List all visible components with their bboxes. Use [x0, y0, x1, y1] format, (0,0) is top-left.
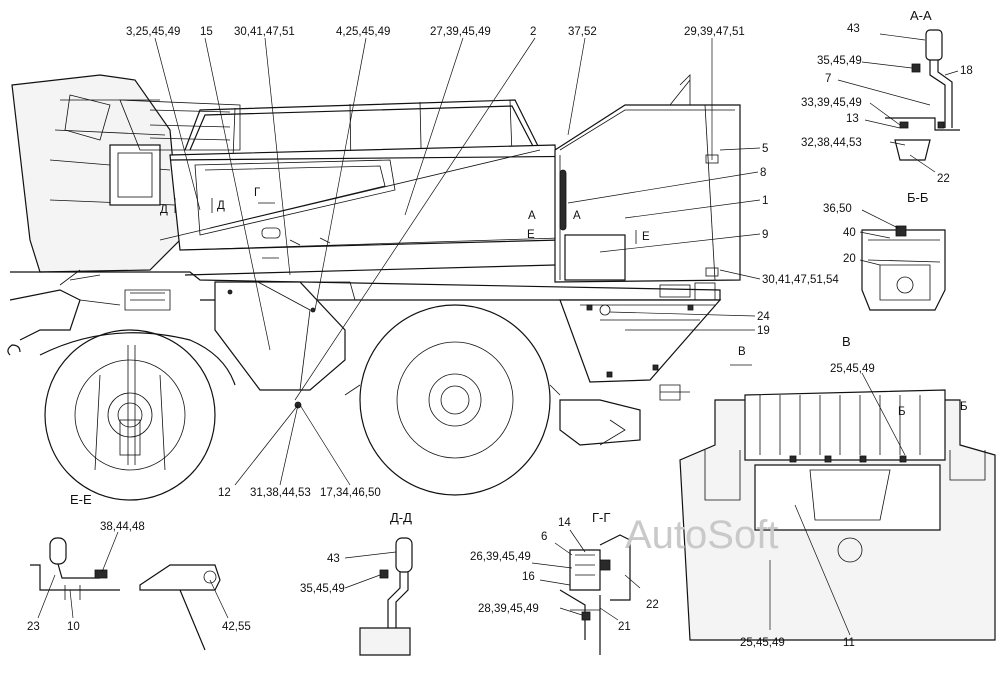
ee-label-10: 10 [67, 621, 80, 633]
main-labels: 3,25,45,49 15 30,41,47,51 4,25,45,49 27,… [126, 26, 839, 499]
v-label-25-45-49-bottom: 25,45,49 [740, 637, 785, 649]
label-19: 19 [757, 325, 770, 337]
marker-e-left: Е [527, 229, 535, 241]
ee-label-23: 23 [27, 621, 40, 633]
marker-b-left: Б [898, 406, 906, 418]
label-27-39-45-49: 27,39,45,49 [430, 26, 491, 38]
machine-side-view [7, 74, 741, 501]
label-31-38-44-53: 31,38,44,53 [250, 487, 311, 499]
ee-label-42-55: 42,55 [222, 621, 251, 633]
section-markers: Д Д Г А А Е Е В [160, 187, 752, 366]
aa-label-7: 7 [825, 73, 831, 85]
view-ee: Е-Е 38,44,48 23 10 42,55 [27, 492, 251, 651]
gg-label-6: 6 [541, 531, 547, 543]
view-gg: Г-Г 14 6 26,39,45,49 16 22 28,39,45,49 2… [470, 510, 659, 655]
bb-label-20: 20 [843, 253, 856, 265]
label-37-52: 37,52 [568, 26, 597, 38]
title-bb: Б-Б [907, 190, 928, 205]
main-leaders [154, 37, 761, 486]
aa-label-13: 13 [846, 113, 859, 125]
view-bb: Б-Б 36,50 40 20 [823, 190, 946, 311]
marker-v: В [738, 346, 746, 358]
label-3-25-45-49: 3,25,45,49 [126, 26, 180, 38]
label-17-34-46-50: 17,34,46,50 [320, 487, 381, 499]
aa-label-33-39-45-49: 33,39,45,49 [801, 97, 862, 109]
aa-label-35-45-49: 35,45,49 [817, 55, 862, 67]
label-8: 8 [760, 167, 766, 179]
title-ee: Е-Е [70, 492, 92, 507]
view-v: В Б Б 25,45,49 25,45,49 11 [679, 334, 996, 649]
label-1: 1 [762, 195, 768, 207]
label-2: 2 [530, 26, 536, 38]
gg-label-28-39-45-49: 28,39,45,49 [478, 603, 539, 615]
label-30-41-47-51-54: 30,41,47,51,54 [762, 274, 839, 286]
marker-e-right: Е [642, 231, 650, 243]
marker-d-left: Д [160, 204, 168, 216]
v-label-25-45-49-top: 25,45,49 [830, 363, 875, 375]
marker-a-right: А [573, 210, 581, 222]
label-9: 9 [762, 229, 768, 241]
label-15: 15 [200, 26, 213, 38]
marker-a-left: А [528, 210, 536, 222]
title-gg: Г-Г [592, 510, 610, 525]
gg-label-14: 14 [558, 517, 571, 529]
label-12: 12 [218, 487, 231, 499]
dd-label-35-45-49: 35,45,49 [300, 583, 345, 595]
label-29-39-47-51: 29,39,47,51 [684, 26, 745, 38]
gg-label-22: 22 [646, 599, 659, 611]
aa-label-32-38-44-53: 32,38,44,53 [801, 137, 862, 149]
ee-label-38-44-48: 38,44,48 [100, 521, 145, 533]
label-24: 24 [757, 311, 770, 323]
title-dd: Д-Д [390, 510, 412, 525]
bb-label-36-50: 36,50 [823, 203, 852, 215]
marker-d-right: Д [217, 200, 225, 212]
v-label-11: 11 [843, 637, 855, 649]
dd-label-43: 43 [327, 553, 340, 565]
label-5: 5 [762, 143, 768, 155]
aa-label-22: 22 [937, 173, 950, 185]
marker-b-right: Б [960, 401, 968, 413]
title-v: В [842, 334, 851, 349]
view-aa: А-А 43 35,45,49 18 7 33,39,45,49 13 32,3… [801, 8, 973, 185]
gg-label-21: 21 [618, 621, 631, 633]
bb-label-40: 40 [843, 227, 856, 239]
watermark: AutoSoft [625, 513, 778, 557]
gg-label-16: 16 [522, 571, 535, 583]
label-4-25-45-49: 4,25,45,49 [336, 26, 390, 38]
marker-g: Г [254, 187, 261, 199]
aa-label-18: 18 [960, 65, 973, 77]
view-dd: Д-Д 43 35,45,49 [300, 510, 413, 656]
title-aa: А-А [910, 8, 932, 23]
gg-label-26-39-45-49: 26,39,45,49 [470, 551, 531, 563]
aa-label-43: 43 [847, 23, 860, 35]
label-30-41-47-51-top: 30,41,47,51 [234, 26, 295, 38]
